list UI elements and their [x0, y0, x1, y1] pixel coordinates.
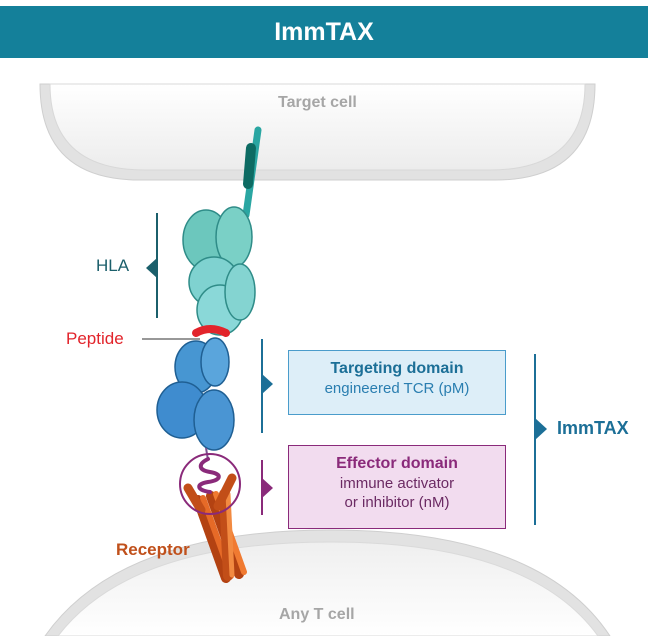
title-banner: ImmTAX: [0, 6, 648, 58]
effector-domain-line2: or inhibitor (nM): [344, 494, 450, 511]
title-text: ImmTAX: [274, 17, 374, 46]
targeting-domain-title: Targeting domain: [330, 360, 464, 377]
hla-stalk: [242, 126, 262, 219]
hla-molecule: [182, 206, 256, 336]
targeting-bracket: [261, 339, 273, 433]
effector-circle: [179, 453, 241, 515]
target-cell: [39, 83, 596, 181]
effector-domain-title: Effector domain: [336, 455, 458, 472]
target-cell-label: Target cell: [278, 94, 357, 111]
t-cell: [44, 529, 611, 636]
immtax-label: ImmTAX: [557, 418, 629, 438]
hla-bracket: [146, 213, 158, 318]
effector-domain-line1: immune activator: [339, 475, 455, 492]
effector-bracket: [261, 460, 273, 515]
hla-label: HLA: [96, 256, 130, 275]
tcr-targeting-domain: [156, 337, 235, 451]
receptor-label: Receptor: [116, 540, 190, 559]
targeting-domain-subtitle: engineered TCR (pM): [324, 380, 470, 397]
peptide-label: Peptide: [66, 329, 124, 348]
t-cell-label: Any T cell: [279, 606, 355, 623]
effector-helix: [197, 457, 221, 494]
peptide: [192, 325, 230, 337]
immtax-bracket: [534, 354, 547, 525]
targeting-domain-box: Targeting domain engineered TCR (pM): [288, 350, 506, 415]
effector-domain-box: Effector domain immune activator or inhi…: [288, 445, 506, 529]
